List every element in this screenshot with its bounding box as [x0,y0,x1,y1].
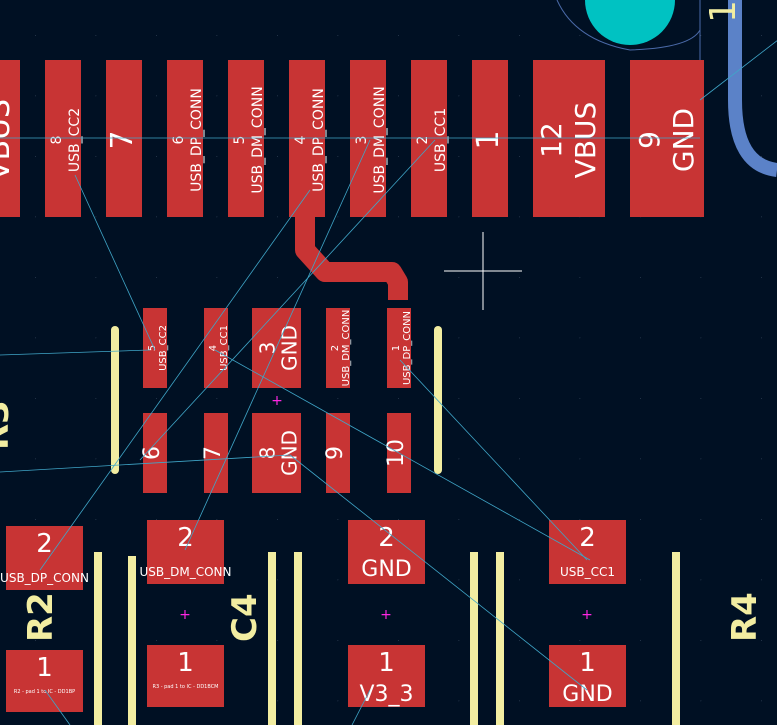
pad-net: R3 - pad 1 to IC - DD1BCM [153,684,219,690]
cap-anchor: + [380,607,392,623]
connector-pad-7[interactable]: 7 [105,60,142,217]
connector-pad-x0[interactable]: VBUS [0,60,20,217]
pad-number: 2 [36,529,53,559]
passive-pads: 2USB_DP_CONN 1 R2 - pad 1 to IC - DD1BP 2US… [0,520,626,712]
ic-pad-5[interactable]: 5USB_CC2 [143,308,169,388]
ic-pad-label: 6 [140,446,165,460]
track-usb-dp[interactable] [295,210,408,300]
r2-pad2[interactable]: 2USB_DP_CONN [0,526,89,590]
ic-pad-1[interactable]: 1USB_DP_CONN [387,308,413,388]
pad-net: R2 - pad 1 to IC - DD1BP [14,689,75,695]
c4-pad1[interactable]: 1 R3 - pad 1 to IC - DD1BCM [147,645,224,707]
pad-number: 1 [36,653,53,683]
silk-ref-partial: R3 [0,400,17,450]
pad-net: USB_DM_CONN [139,565,231,579]
pad-number: 2 [579,523,596,553]
pad-net: USB_CC1 [560,565,615,579]
passive-silkscreen [94,552,680,725]
pad-number: 2 [177,523,194,553]
connector-pad-12[interactable]: 12VBUS [533,60,605,217]
ic-pad-label: 1USB_DP_CONN [391,311,413,385]
ic-pad-2[interactable]: 2USB_DM_CONN [326,308,352,388]
ic-pad-label: 4USB_CC1 [208,325,230,371]
ic-pad-label: 10 [384,439,409,467]
connector-pad-label: 7 [105,130,140,149]
r4-pad2[interactable]: 2USB_CC1 [549,520,626,584]
connector-pad-label: 9GND [633,108,700,172]
ic-pad-9[interactable]: 9 [323,413,350,493]
silk-ref-r2: R2 [21,592,61,642]
pad-number: 1 [579,648,596,678]
silk-ref-r4: R4 [725,592,765,642]
connector-pad-1[interactable]: 1 [471,60,508,217]
ic-silkscreen [111,326,442,474]
ic-pad-label: 9 [323,446,348,460]
connector-pad-label: 1 [471,130,506,149]
pad-net: GND [361,557,411,582]
ratsnest [0,40,777,725]
ic-pad-3[interactable]: 3GND [252,308,302,388]
cap-pad1[interactable]: 1V3_3 [348,645,425,707]
connector-pad-label: 12VBUS [535,102,602,179]
ic-pad-label: 7 [201,446,226,460]
via-pad[interactable] [585,0,675,45]
pad-net: GND [562,682,612,707]
pad-number: 2 [378,523,395,553]
ic-pad-label: 5USB_CC2 [147,325,169,371]
connector-pad-label: VBUS [0,99,17,181]
ic-pad-6[interactable]: 6 [140,413,167,493]
ic-pad-7[interactable]: 7 [201,413,228,493]
connector-pad-9[interactable]: 9GND [630,60,704,217]
pad-net: V3_3 [359,682,413,707]
ic-pad-label: 2USB_DM_CONN [330,310,352,387]
ic-pad-8[interactable]: 8GND [252,413,302,493]
c4-anchor: + [179,607,191,623]
silk-ref-15: 15 [703,0,744,23]
r4-anchor: + [581,607,593,623]
ic-anchor: + [271,393,283,409]
c4-pad2[interactable]: 2USB_DM_CONN [139,520,232,584]
silk-ref-c4: C4 [225,593,265,642]
pad-number: 1 [378,648,395,678]
crosshair-cursor [444,232,522,310]
pad-net: USB_DP_CONN [0,571,89,585]
pad-number: 1 [177,648,194,678]
ic-pad-label: 3GND [256,325,302,371]
r2-pad1[interactable]: 1 R2 - pad 1 to IC - DD1BP [6,650,83,712]
ic-pad-10[interactable]: 10 [384,413,411,493]
ic-pad-4[interactable]: 4USB_CC1 [204,308,230,388]
